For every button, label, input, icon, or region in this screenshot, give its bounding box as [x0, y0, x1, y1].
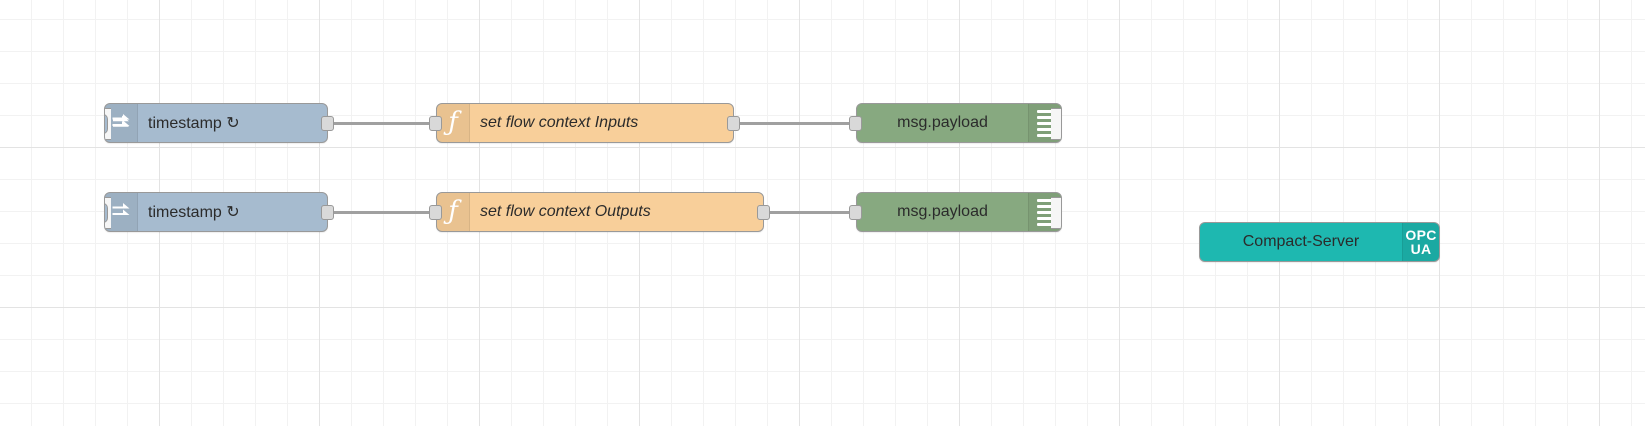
inject-output-port[interactable] [321, 205, 334, 220]
inject-trigger-button-inner [105, 203, 108, 223]
debug-node-msg-payload-inputs[interactable]: msg.payload [856, 103, 1062, 143]
inject-node-label: timestamp ↻ [148, 115, 240, 132]
debug-toggle-button[interactable] [1051, 197, 1061, 229]
inject-trigger-button[interactable] [105, 197, 111, 229]
wire-function-to-debug [768, 211, 856, 214]
function-input-port[interactable] [429, 205, 442, 220]
opc-ua-icon-line1: OPC [1405, 226, 1437, 243]
function-node-set-flow-context-inputs[interactable]: ƒ set flow context Inputs [436, 103, 734, 143]
opcua-server-node-label: Compact-Server [1242, 233, 1360, 250]
debug-node-msg-payload-outputs[interactable]: msg.payload [856, 192, 1062, 232]
wire-function-to-debug [738, 122, 856, 125]
function-node-set-flow-context-outputs[interactable]: ƒ set flow context Outputs [436, 192, 764, 232]
inject-node-timestamp-outputs[interactable]: timestamp ↻ [104, 192, 328, 232]
function-f-icon: ƒ [437, 193, 470, 231]
function-output-port[interactable] [757, 205, 770, 220]
inject-output-port[interactable] [321, 116, 334, 131]
wire-inject-to-function [332, 122, 436, 125]
opc-ua-icon: OPC UA [1402, 223, 1439, 261]
opc-ua-icon-line2: UA [1410, 241, 1432, 257]
debug-input-port[interactable] [849, 205, 862, 220]
function-node-label: set flow context Inputs [480, 114, 639, 131]
debug-node-label: msg.payload [897, 114, 988, 131]
function-input-port[interactable] [429, 116, 442, 131]
inject-node-timestamp-inputs[interactable]: timestamp ↻ [104, 103, 328, 143]
inject-node-label: timestamp ↻ [148, 204, 240, 221]
wire-inject-to-function [332, 211, 436, 214]
opcua-server-node-compact-server[interactable]: Compact-Server OPC UA [1199, 222, 1440, 262]
inject-trigger-button-inner [105, 114, 108, 134]
function-node-label: set flow context Outputs [480, 203, 651, 220]
debug-input-port[interactable] [849, 116, 862, 131]
inject-trigger-button[interactable] [105, 108, 111, 140]
debug-node-label: msg.payload [897, 203, 988, 220]
debug-toggle-button[interactable] [1051, 108, 1061, 140]
function-f-icon: ƒ [437, 104, 470, 142]
function-output-port[interactable] [727, 116, 740, 131]
